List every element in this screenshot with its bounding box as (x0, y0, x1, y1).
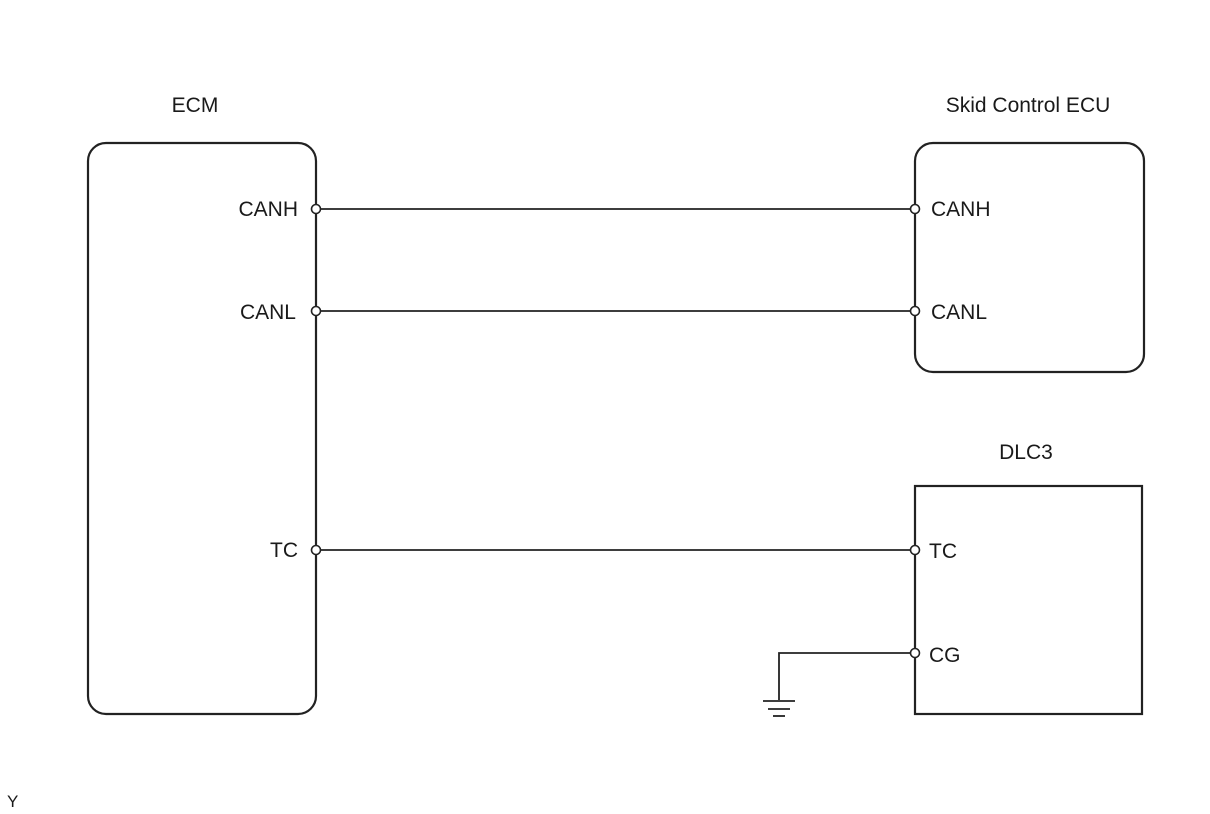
ecm-tc-terminal (310, 544, 322, 556)
ecm-canl-terminal (310, 305, 322, 317)
skid-ecu-canl-terminal (909, 305, 921, 317)
dlc3-component: DLC3 TC CG (913, 441, 1144, 716)
dlc3-pin-tc-label: TC (929, 540, 957, 563)
dlc3-title: DLC3 (999, 441, 1053, 464)
ecm-box (86, 141, 318, 716)
dlc3-tc-terminal (909, 544, 921, 556)
ecm-title: ECM (172, 94, 219, 117)
ecm-pin-tc-label: TC (270, 539, 298, 562)
corner-tag: Y (7, 792, 18, 811)
ecm-component: ECM CANH CANL TC (86, 94, 318, 716)
wire-cg-ground (778, 652, 915, 700)
skid-ecu-canh-terminal (909, 203, 921, 215)
dlc3-pin-cg-label: CG (929, 644, 961, 667)
dlc3-box (913, 484, 1144, 716)
skid-ecu-pin-canl-label: CANL (931, 301, 987, 324)
ecm-pin-canl-label: CANL (240, 301, 296, 324)
ecm-canh-terminal (310, 203, 322, 215)
skid-ecu-pin-canh-label: CANH (931, 198, 991, 221)
ecm-pin-canh-label: CANH (238, 198, 298, 221)
dlc3-cg-terminal (909, 647, 921, 659)
skid-control-ecu-title: Skid Control ECU (946, 94, 1111, 117)
skid-control-ecu-box (913, 141, 1146, 374)
ground-icon (763, 700, 795, 717)
skid-control-ecu-component: Skid Control ECU CANH CANL (913, 94, 1146, 374)
